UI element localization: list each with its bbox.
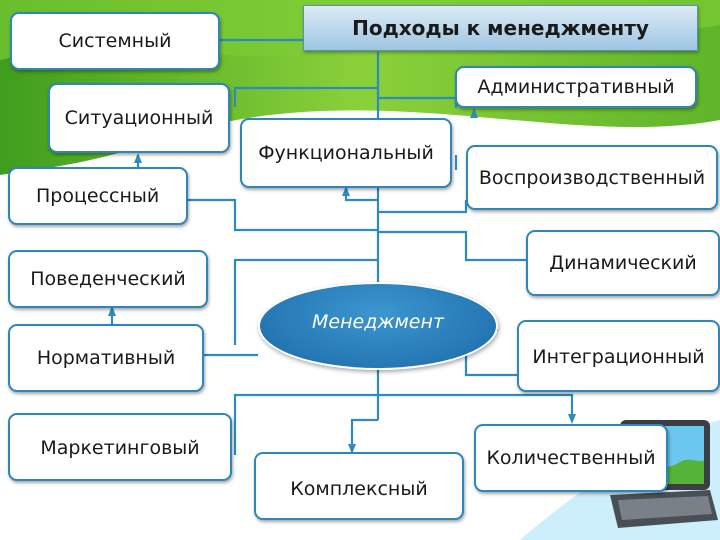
box-administrativny: Административный xyxy=(455,66,697,108)
diagram-title: Подходы к менеджменту xyxy=(303,5,698,51)
box-kompleksny: Комплексный xyxy=(254,452,464,520)
center-ellipse-management: Менеджмент xyxy=(258,282,498,370)
box-funktsionalny: Функциональный xyxy=(240,118,452,188)
box-sistemny: Системный xyxy=(10,12,220,70)
box-vosproizvodstvenny: Воспроизводственный xyxy=(466,145,718,210)
box-dinamichesky: Динамический xyxy=(526,230,720,296)
box-protsessny: Процессный xyxy=(8,167,188,225)
box-situatsionny: Ситуационный xyxy=(48,83,230,153)
box-povedenchesky: Поведенческий xyxy=(8,250,208,308)
box-integratsionny: Интеграционный xyxy=(517,320,720,392)
box-normativny: Нормативный xyxy=(8,324,204,392)
box-kolichestvenny: Количественный xyxy=(474,424,668,492)
box-marketingovy: Маркетинговый xyxy=(8,413,232,481)
